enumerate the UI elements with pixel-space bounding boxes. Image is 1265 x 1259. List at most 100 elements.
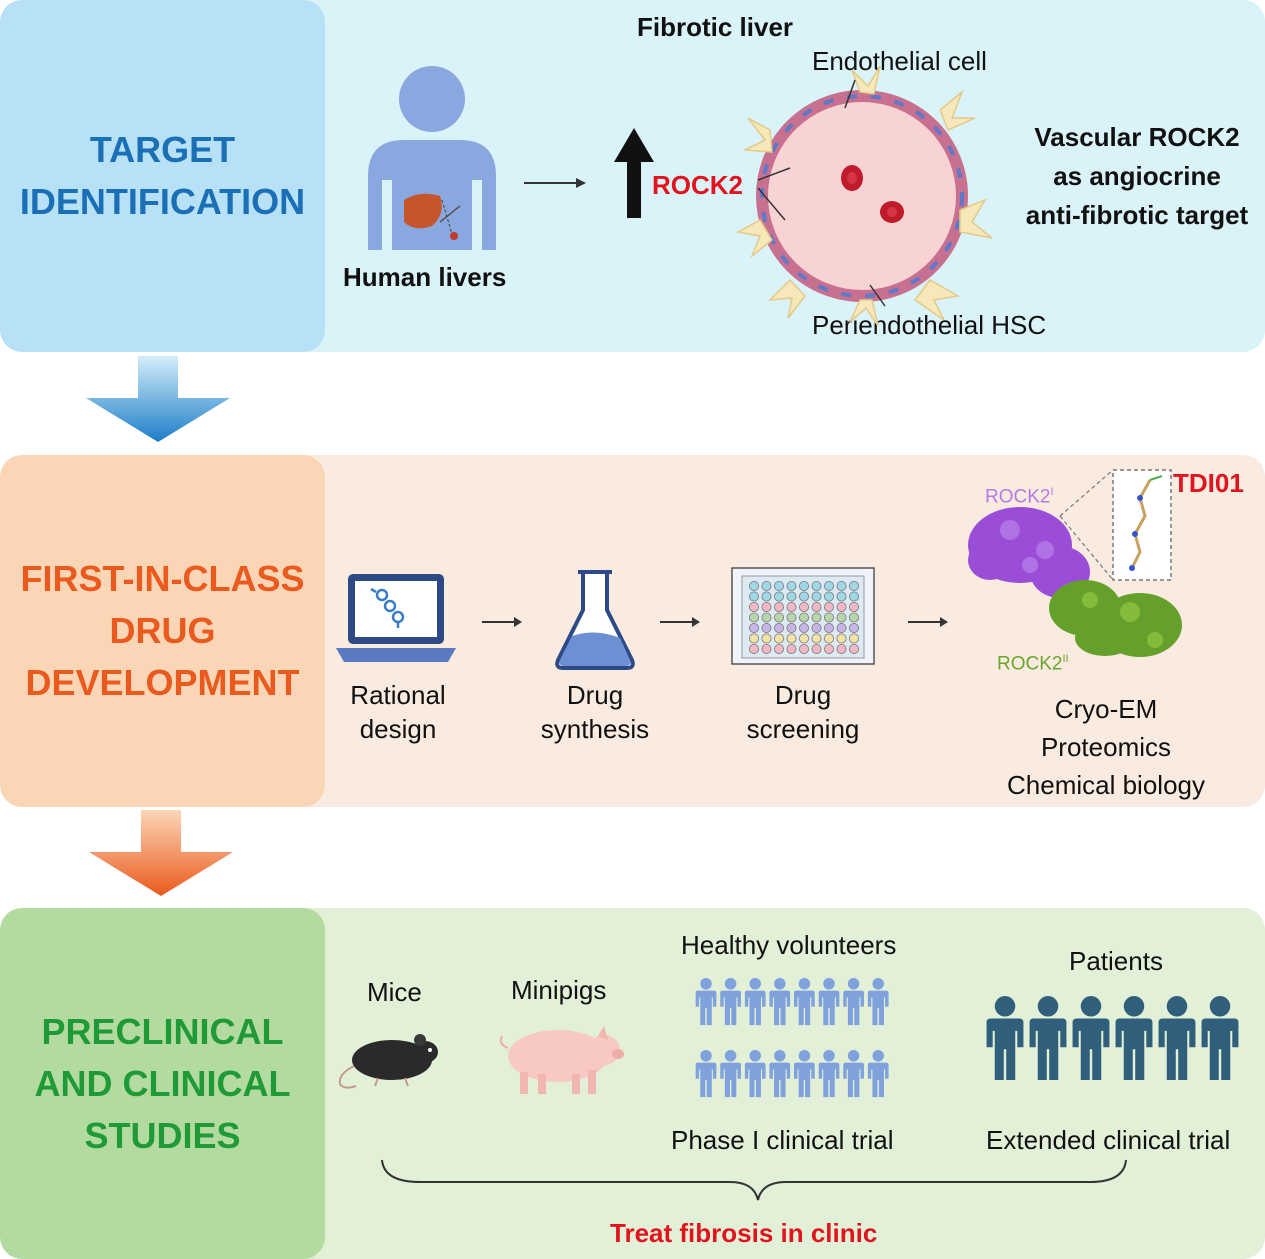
well — [761, 644, 772, 655]
compound-label: TDI01 — [1173, 468, 1244, 498]
person-icon — [986, 996, 1024, 1081]
target-identification-panel: TARGET IDENTIFICATION — [0, 0, 1265, 352]
well — [799, 644, 810, 655]
rock2-subunit-two-label: ROCK2II — [997, 653, 1069, 675]
person-icon — [695, 978, 717, 1026]
well — [749, 644, 760, 655]
well — [761, 591, 772, 602]
well — [786, 633, 797, 644]
flask-icon — [555, 570, 635, 670]
fibrotic-liver-label: Fibrotic liver — [637, 12, 794, 42]
well — [836, 581, 847, 592]
person-icon — [818, 1050, 840, 1098]
well — [786, 623, 797, 634]
well — [799, 623, 810, 634]
person-icon — [720, 978, 741, 1026]
well — [774, 612, 785, 623]
person-icon — [1029, 996, 1067, 1081]
drug-development-label: FIRST-IN-CLASS DRUG DEVELOPMENT — [0, 455, 325, 807]
person-icon — [794, 978, 815, 1026]
person-icon — [818, 978, 840, 1026]
healthy-volunteers-label: Healthy volunteers — [681, 930, 897, 960]
well — [836, 644, 847, 655]
target-identification-label: TARGET IDENTIFICATION — [0, 0, 325, 352]
patients-label: Patients — [1069, 946, 1163, 976]
well — [799, 581, 810, 592]
well — [761, 581, 772, 592]
well — [749, 602, 760, 613]
person-icon — [769, 978, 791, 1026]
step-drug-synthesis: Drug synthesis — [540, 680, 650, 744]
well — [774, 581, 785, 592]
well — [761, 612, 772, 623]
person-icon — [695, 1050, 717, 1098]
person-icon — [867, 1050, 889, 1098]
arrow-right-icon — [524, 178, 586, 188]
studies-panel: PRECLINICAL AND CLINICAL STUDIES — [0, 908, 1265, 1259]
step-drug-screening: Drug screening — [746, 680, 860, 744]
well — [824, 623, 835, 634]
well — [749, 633, 760, 644]
outcome-text: Treat fibrosis in clinic — [610, 1218, 878, 1248]
periendothelial-hsc-label: Periendothelial HSC — [812, 310, 1047, 340]
well — [749, 581, 760, 592]
well — [836, 612, 847, 623]
person-icon — [744, 978, 766, 1026]
studies-label: PRECLINICAL AND CLINICAL STUDIES — [0, 908, 325, 1259]
well — [761, 602, 772, 613]
well — [849, 591, 860, 602]
human-figure-icon — [368, 66, 496, 250]
well — [774, 602, 785, 613]
well — [774, 633, 785, 644]
well — [836, 602, 847, 613]
person-icon — [1158, 996, 1196, 1081]
up-arrow-icon — [614, 128, 654, 218]
well — [811, 591, 822, 602]
down-arrow-blue-icon — [86, 356, 230, 442]
person-icon — [720, 1050, 741, 1098]
well — [836, 633, 847, 644]
well — [836, 623, 847, 634]
well-plate-icon — [731, 567, 875, 665]
down-arrow-orange-icon — [89, 810, 233, 896]
protein-structure-illustration — [968, 469, 1182, 657]
conclusion-text: Vascular ROCK2 as angiocrine anti-fibrot… — [1025, 122, 1249, 230]
well — [824, 612, 835, 623]
well — [799, 633, 810, 644]
well — [786, 602, 797, 613]
well — [836, 591, 847, 602]
well — [849, 623, 860, 634]
phase1-label: Phase I clinical trial — [671, 1125, 894, 1155]
rock2-subunit-one-label: ROCK2I — [985, 486, 1054, 508]
person-icon — [1115, 996, 1153, 1081]
person-icon — [794, 1050, 815, 1098]
person-icon — [1072, 996, 1110, 1081]
well — [786, 644, 797, 655]
well — [824, 602, 835, 613]
well — [811, 644, 822, 655]
well — [849, 602, 860, 613]
well — [799, 612, 810, 623]
well — [849, 644, 860, 655]
human-livers-label: Human livers — [343, 262, 507, 292]
well — [786, 581, 797, 592]
well — [799, 591, 810, 602]
extended-trial-label: Extended clinical trial — [986, 1125, 1231, 1155]
well — [824, 644, 835, 655]
drug-development-panel: FIRST-IN-CLASS DRUG DEVELOPMENT — [0, 455, 1265, 807]
well — [749, 612, 760, 623]
person-icon — [769, 1050, 791, 1098]
mice-label: Mice — [367, 977, 422, 1007]
well — [786, 591, 797, 602]
well — [849, 633, 860, 644]
person-icon — [1201, 996, 1239, 1081]
well — [749, 591, 760, 602]
step-rational-design: Rational design — [350, 680, 446, 744]
well — [811, 602, 822, 613]
person-icon — [843, 978, 864, 1026]
blood-vessel-illustration — [735, 65, 993, 327]
